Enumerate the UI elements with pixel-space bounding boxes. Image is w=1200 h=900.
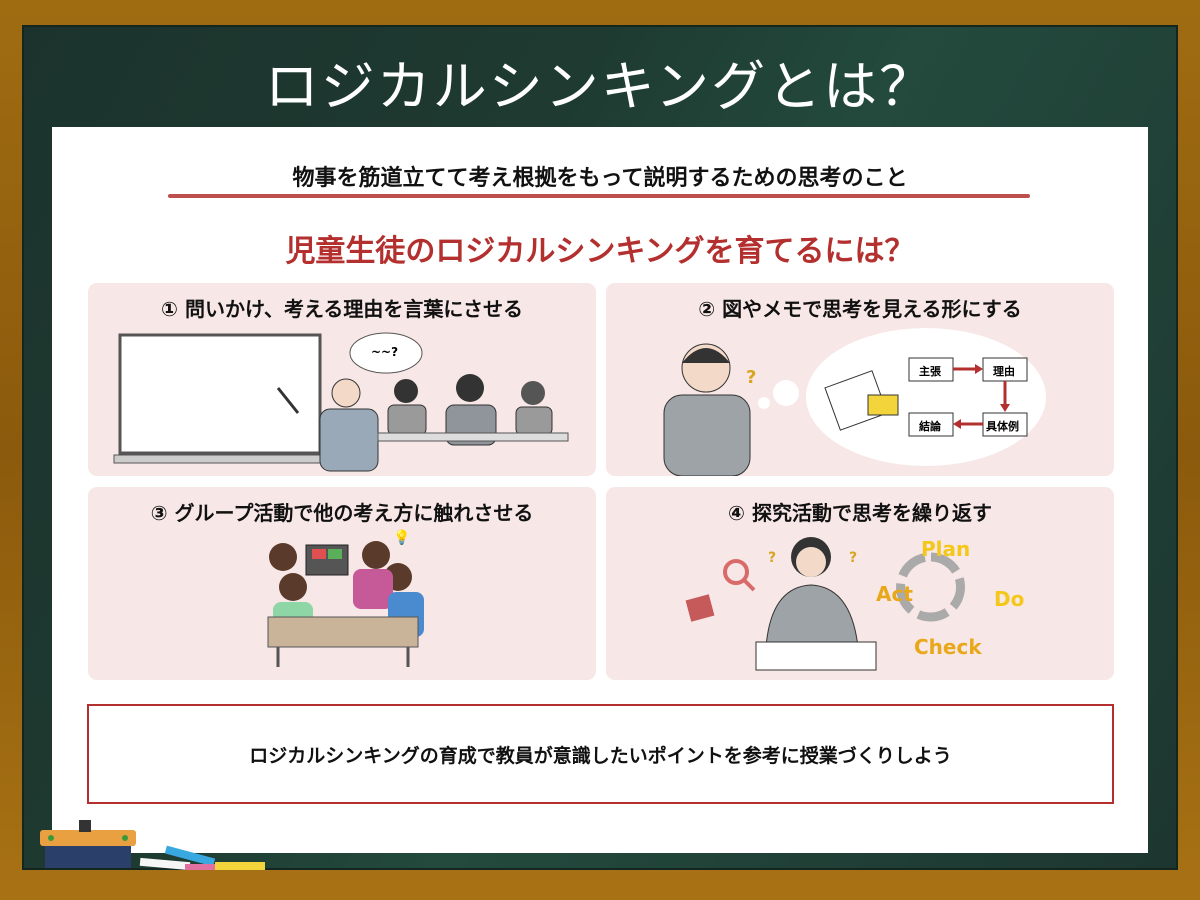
speech-bubble-text: ~~? [371, 345, 399, 359]
svg-text:?: ? [746, 367, 756, 388]
section-heading: 児童生徒のロジカルシンキングを育てるには？ [285, 234, 915, 269]
svg-text:?: ? [849, 550, 857, 566]
pdca-act: Act [876, 582, 913, 606]
flow-box-claim: 主張 [919, 365, 941, 378]
svg-text:💡: 💡 [393, 529, 410, 546]
card-4: ?? Plan Do Check Act ④ 探究活動で思考を繰り返す [606, 487, 1114, 680]
flow-box-conclusion: 結論 [919, 420, 941, 433]
flow-box-reason: 理由 [993, 365, 1015, 378]
group-activity-illustration: 💡 [267, 529, 424, 667]
pdca-do: Do [994, 587, 1025, 611]
card-3: 💡 ③ グループ活動で他の考え方に触れさせる [88, 487, 596, 680]
flow-box-example: 具体例 [986, 420, 1019, 433]
pdca-plan: Plan [921, 537, 971, 561]
card-1: ~~? ① 問いかけ、考える理由を言葉にさせる [88, 283, 596, 476]
summary-text: ロジカルシンキングの育成で教員が意識したいポイントを参考に授業づくりしよう [249, 744, 952, 767]
definition-underline [168, 194, 1030, 198]
pdca-check: Check [914, 635, 982, 659]
definition-text: 物事を筋道立てて考え根拠をもって説明するための思考のこと [292, 166, 908, 191]
inquiry-illustration: ?? [685, 537, 965, 671]
card-2-title: ② 図やメモで思考を見える形にする [698, 297, 1022, 321]
card-1-title: ① 問いかけ、考える理由を言葉にさせる [161, 297, 523, 321]
card-3-title: ③ グループ活動で他の考え方に触れさせる [150, 501, 534, 525]
card-4-title: ④ 探究活動で思考を繰り返す [728, 501, 992, 525]
summary-box: ロジカルシンキングの育成で教員が意識したいポイントを参考に授業づくりしよう [87, 704, 1114, 804]
classroom-illustration [113, 332, 569, 472]
card-2: ? 主張 理由 具体例 結論 ② 図やメモで思考を見える形にする [606, 283, 1114, 476]
eraser-and-chalk-icon [40, 820, 265, 871]
thinking-student-illustration: ? [663, 328, 1046, 476]
page-title: ロジカルシンキングとは？ [264, 55, 936, 118]
svg-text:?: ? [768, 550, 776, 566]
